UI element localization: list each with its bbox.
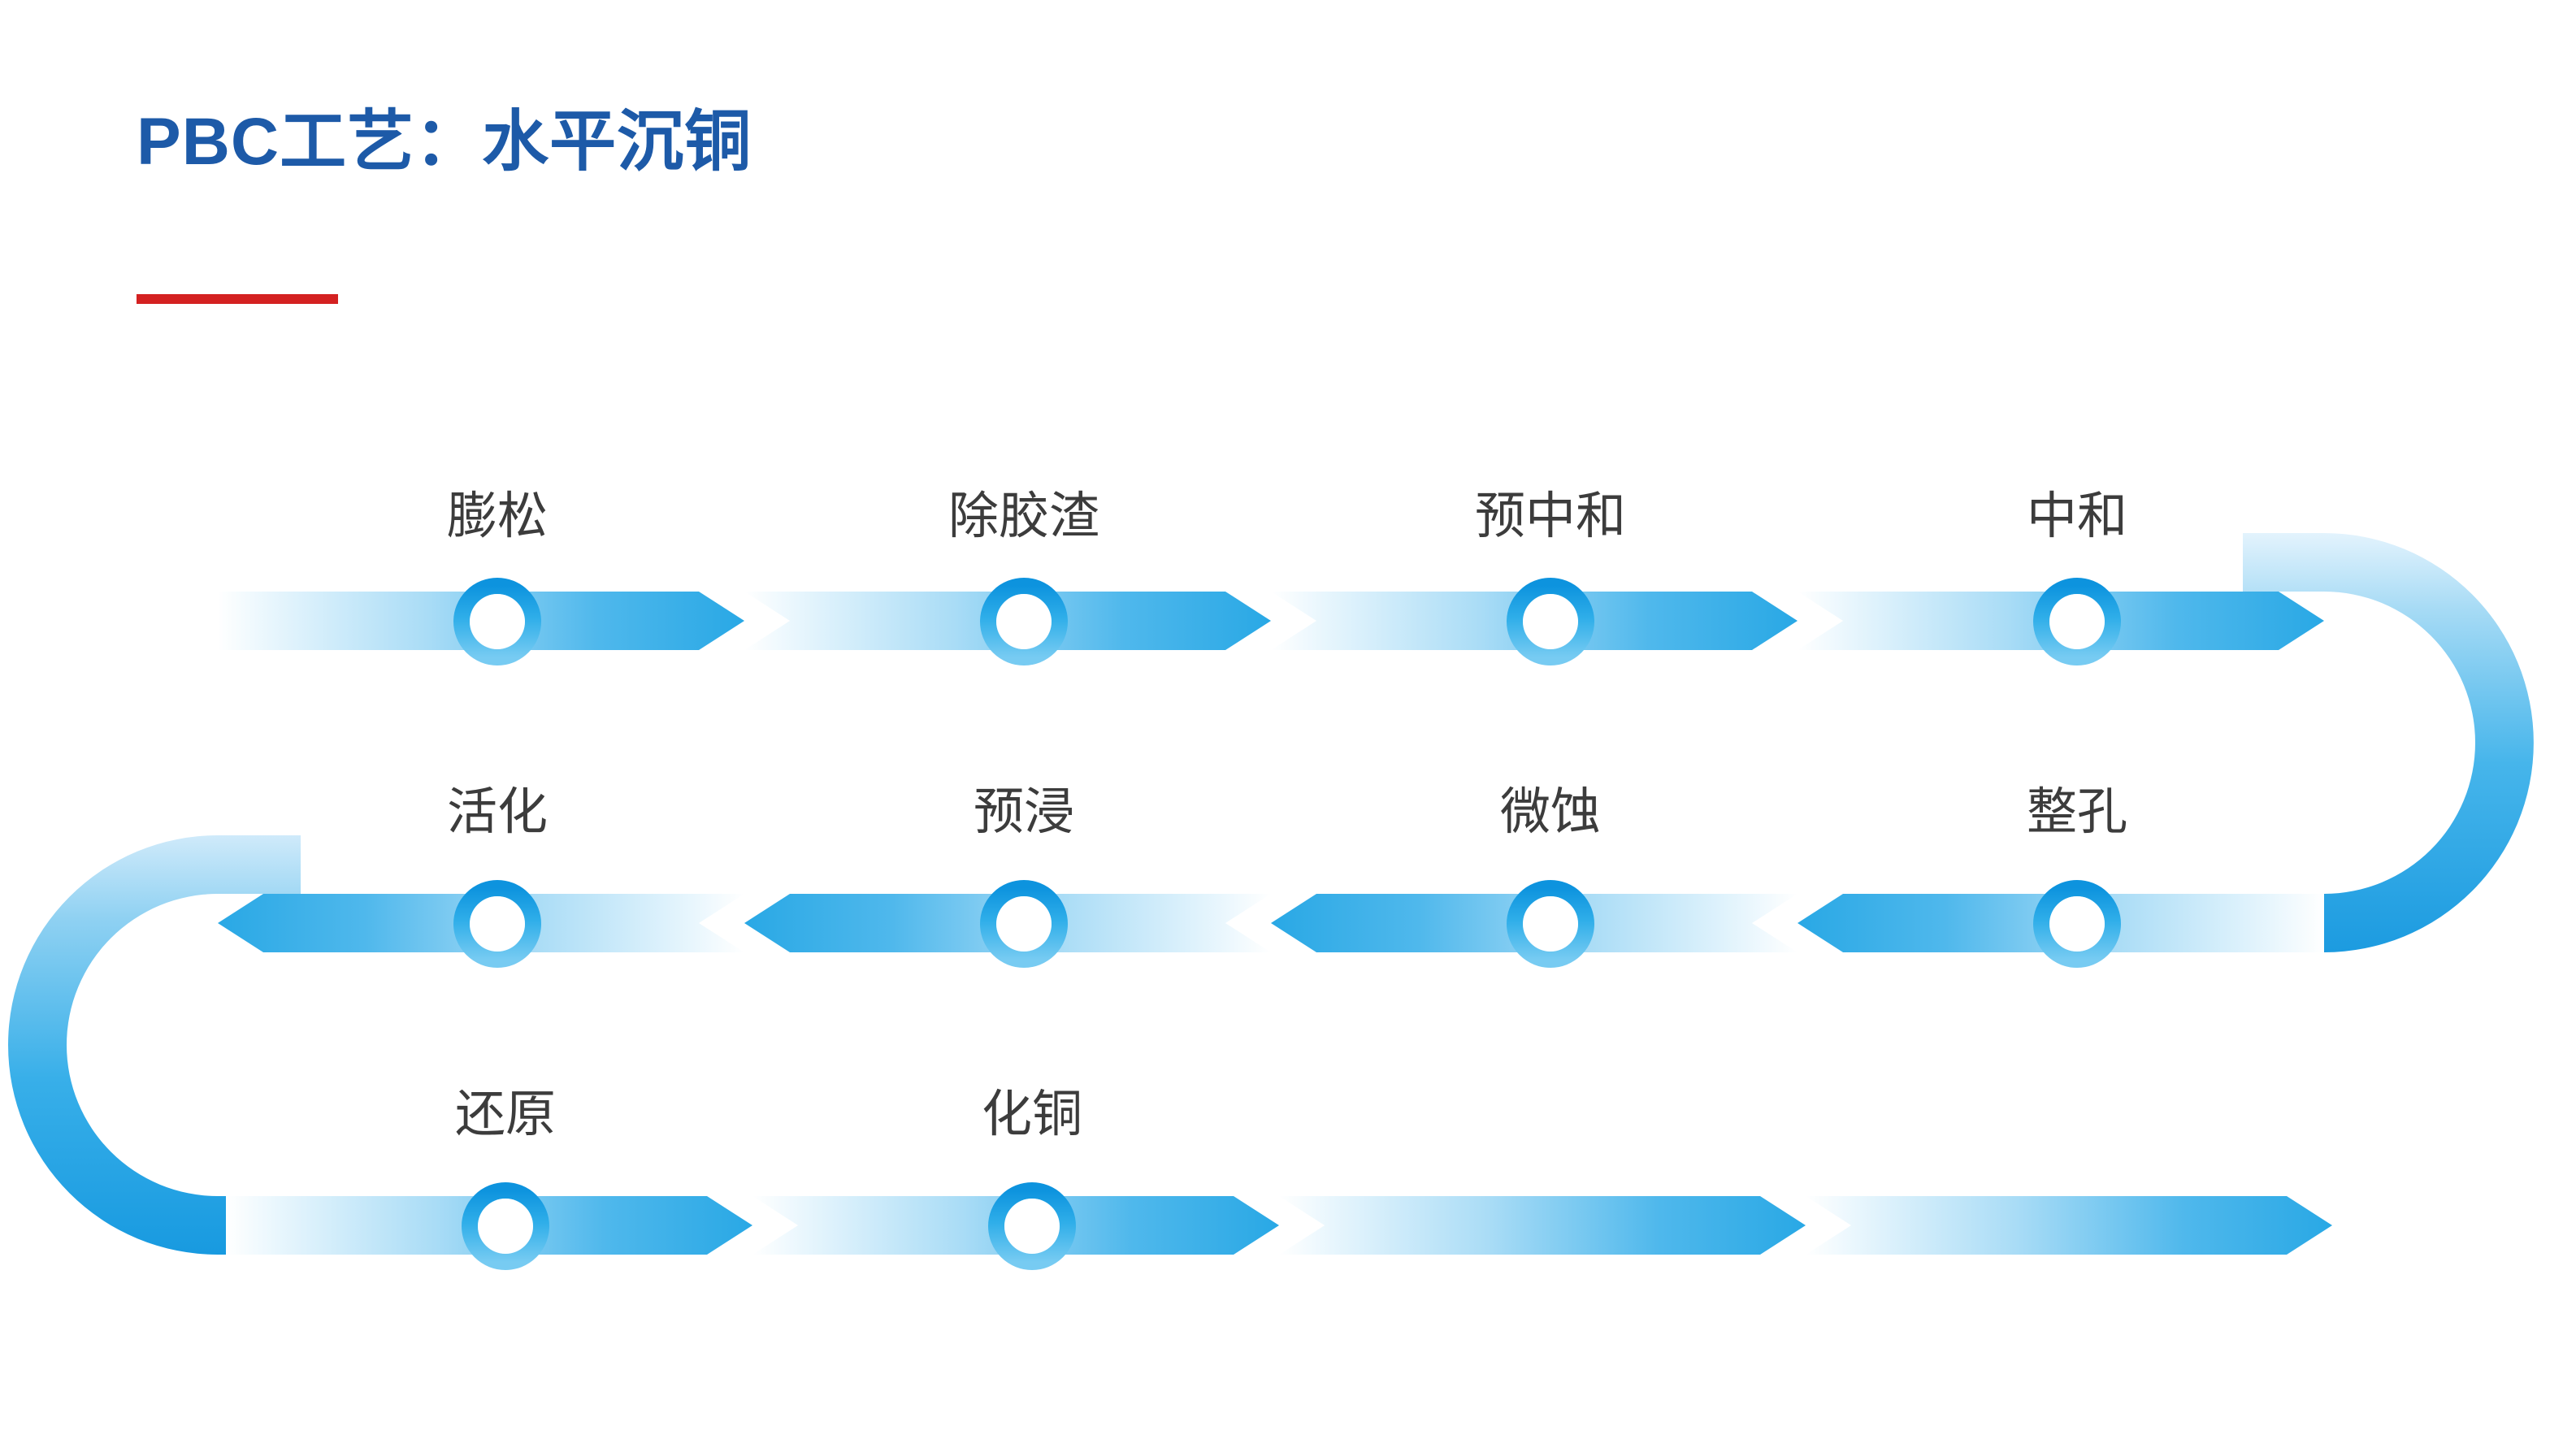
step-marker-core-r3-1 <box>478 1199 533 1254</box>
step-marker-core-r1-2 <box>996 594 1052 649</box>
step-marker-r1-1[interactable] <box>453 578 541 665</box>
step-marker-core-r2-3 <box>1523 896 1578 952</box>
page-title: PBC工艺：水平沉铜 <box>137 105 752 179</box>
step-marker-core-r1-3 <box>1523 594 1578 649</box>
step-marker-core-r3-2 <box>1004 1199 1060 1254</box>
step-label-r2-2: 预浸 <box>973 784 1075 840</box>
step-marker-core-r1-1 <box>470 594 525 649</box>
step-marker-core-r2-4 <box>2049 896 2105 952</box>
step-marker-r2-3[interactable] <box>1507 880 1594 968</box>
flow-row-3 <box>226 1196 2332 1255</box>
step-label-r1-3: 预中和 <box>1474 488 1627 544</box>
title-underline-rule <box>137 294 338 304</box>
step-marker-r3-1[interactable] <box>462 1182 549 1270</box>
step-label-r2-3: 微蚀 <box>1499 784 1602 840</box>
step-marker-r2-1[interactable] <box>453 880 541 968</box>
title-block: PBC工艺：水平沉铜 <box>137 105 752 304</box>
step-label-r1-2: 除胶渣 <box>948 488 1100 544</box>
step-markers <box>453 578 2121 1270</box>
uturn-left-connector <box>8 835 301 1255</box>
step-label-r3-2: 化铜 <box>981 1086 1083 1142</box>
step-marker-r1-4[interactable] <box>2033 578 2121 665</box>
step-label-r1-1: 膨松 <box>446 488 549 544</box>
step-marker-core-r2-1 <box>470 896 525 952</box>
step-marker-r2-4[interactable] <box>2033 880 2121 968</box>
step-marker-r1-3[interactable] <box>1507 578 1594 665</box>
arrow-segment-r3-4 <box>1806 1196 2332 1255</box>
step-marker-core-r1-4 <box>2049 594 2105 649</box>
step-marker-r2-2[interactable] <box>980 880 1068 968</box>
step-label-r1-4: 中和 <box>2026 488 2128 544</box>
step-marker-core-r2-2 <box>996 896 1052 952</box>
step-marker-r1-2[interactable] <box>980 578 1068 665</box>
arrow-segment-r3-3 <box>1279 1196 1806 1255</box>
step-label-r3-1: 还原 <box>454 1086 557 1142</box>
step-marker-r3-2[interactable] <box>988 1182 1076 1270</box>
step-label-r2-4: 整孔 <box>2026 784 2128 840</box>
step-label-r2-1: 活化 <box>446 784 549 840</box>
uturn-right-connector <box>2243 533 2534 952</box>
